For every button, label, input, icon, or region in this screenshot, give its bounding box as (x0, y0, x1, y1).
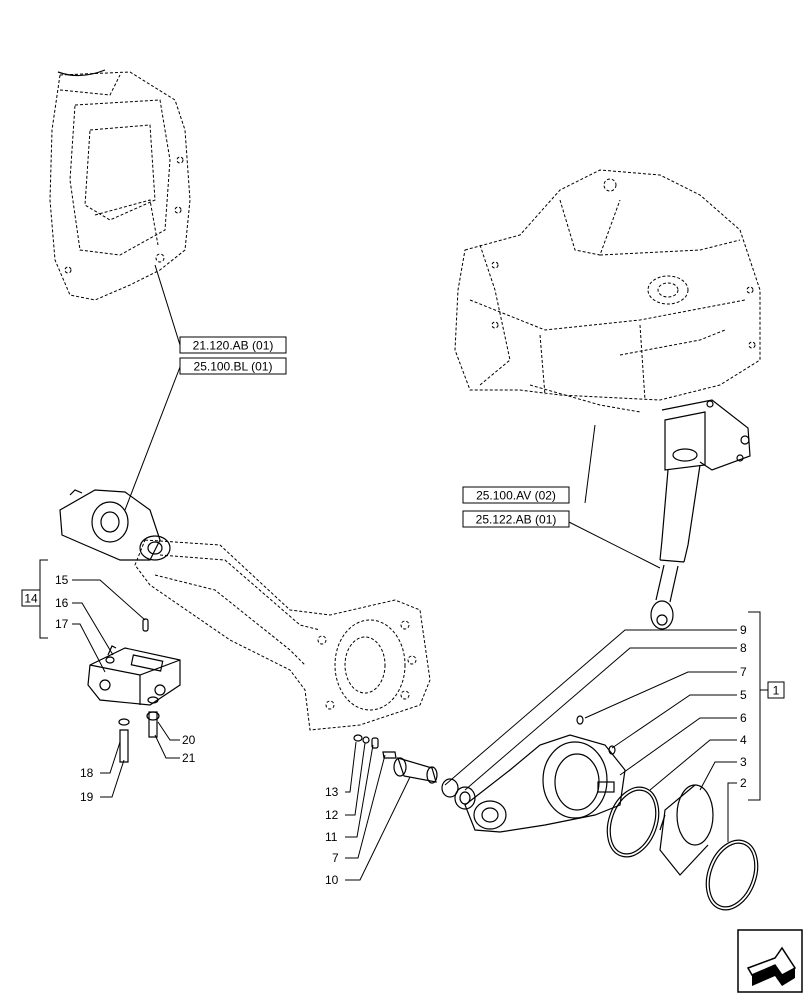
reference-25-100-bl-label: 25.100.BL (01) (194, 360, 273, 374)
callout-11: 11 (325, 830, 338, 844)
callout-2: 2 (740, 776, 747, 790)
steering-cylinder-drawing (650, 399, 751, 630)
pin-and-fasteners-drawing (353, 734, 438, 784)
callout-10: 10 (325, 873, 339, 887)
axle-hub-drawing (59, 489, 171, 561)
callout-4: 4 (740, 733, 747, 747)
kit-group-14-label: 14 (24, 592, 38, 606)
callout-7-left: 7 (332, 851, 339, 865)
callout-5: 5 (740, 688, 747, 702)
callout-7-right: 7 (740, 665, 747, 679)
kit-group-1: 1 (767, 681, 785, 699)
callout-numbers: 15 16 17 18 19 20 21 13 12 11 7 10 9 8 7… (55, 573, 747, 887)
transmission-housing-drawing (49, 69, 191, 301)
leader-lines (39, 264, 768, 881)
kit-group-1-label: 1 (773, 684, 780, 698)
swivel-housing-drawing (441, 715, 759, 911)
callout-9: 9 (740, 623, 747, 637)
kit-group-14: 14 (21, 589, 41, 607)
callout-20: 20 (182, 733, 196, 747)
callout-13: 13 (325, 785, 339, 799)
reference-25-122-ab[interactable]: 25.122.AB (01) (462, 510, 570, 528)
callout-17: 17 (55, 617, 69, 631)
callout-19: 19 (80, 790, 94, 804)
reference-25-100-av-label: 25.100.AV (02) (476, 489, 556, 503)
callout-3: 3 (740, 755, 747, 769)
reference-25-122-ab-label: 25.122.AB (01) (476, 513, 557, 527)
front-axle-beam-drawing (134, 539, 431, 731)
callout-15: 15 (55, 573, 69, 587)
next-page-arrow-icon[interactable] (737, 929, 803, 993)
callout-18: 18 (80, 766, 94, 780)
reference-21-120-ab-label: 21.120.AB (01) (193, 339, 274, 353)
reference-25-100-bl[interactable]: 25.100.BL (01) (179, 357, 287, 375)
reference-21-120-ab[interactable]: 21.120.AB (01) (179, 336, 287, 354)
callout-12: 12 (325, 808, 339, 822)
bracket-assembly-drawing (87, 618, 181, 763)
front-support-frame-drawing (454, 169, 761, 413)
reference-25-100-av[interactable]: 25.100.AV (02) (462, 486, 570, 504)
callout-16: 16 (55, 596, 69, 610)
callout-6: 6 (740, 711, 747, 725)
callout-21: 21 (182, 751, 196, 765)
callout-8: 8 (740, 641, 747, 655)
